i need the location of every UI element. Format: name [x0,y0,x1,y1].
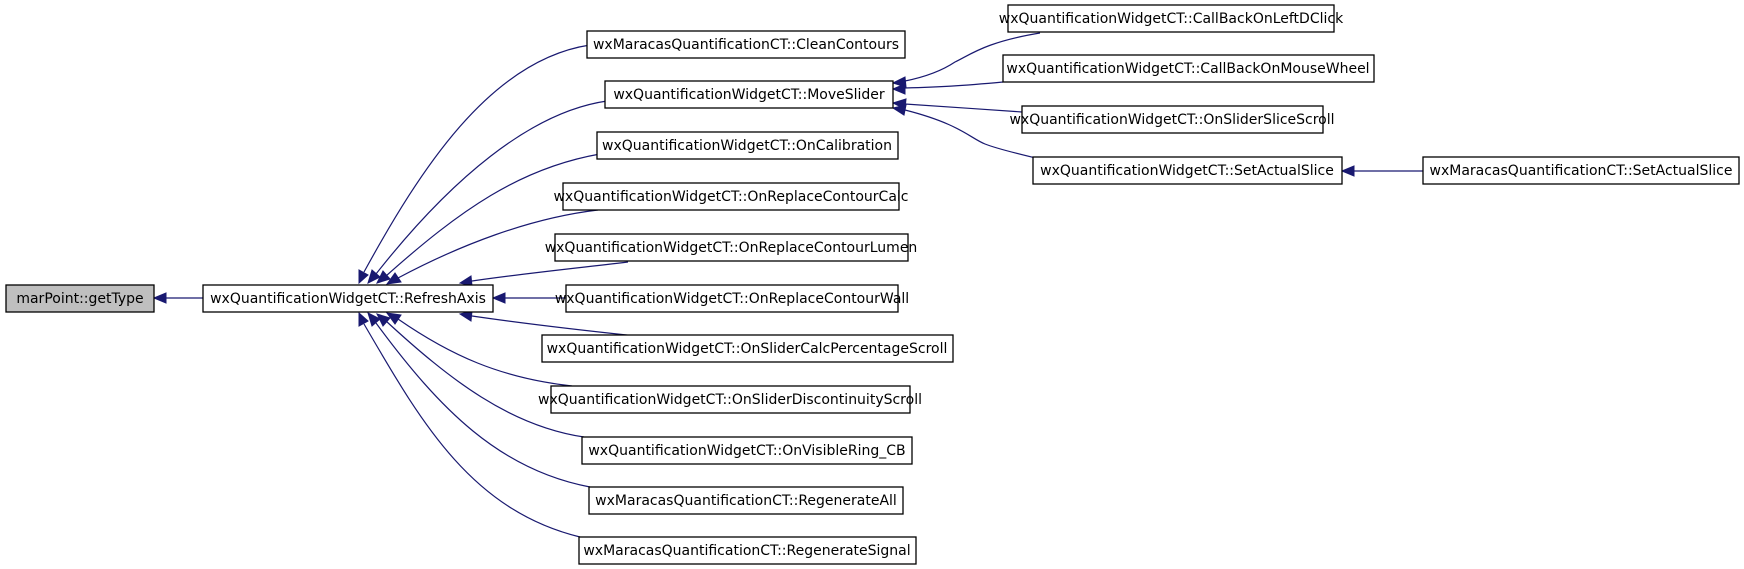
edge-arrowhead [891,104,907,116]
node-refresh-axis[interactable]: wxQuantificationWidgetCT::RefreshAxis [202,284,494,313]
node-callback-on-left-dclick[interactable]: wxQuantificationWidgetCT::CallBackOnLeft… [999,4,1344,33]
node-label: wxQuantificationWidgetCT::OnReplaceConto… [553,189,908,205]
edge-arrowhead [358,311,369,327]
edge-regenerateall-refreshaxis [375,322,591,488]
edge-regeneratesignal-refreshaxis [363,323,581,538]
node-label: wxQuantificationWidgetCT::CallBackOnLeft… [999,11,1344,27]
edge-cleancontours-refreshaxis [363,44,591,273]
edge-onvisibleringcb-refreshaxis [385,320,585,438]
node-box [562,182,900,211]
node-box [554,233,909,262]
node-box [581,436,913,465]
node-mar-point-get-type: marPoint::getType [5,284,155,313]
node-label: wxMaracasQuantificationCT::RegenerateSig… [583,543,910,559]
graph-nodes: marPoint::getType wxQuantificationWidget… [5,4,1740,565]
edge-onreplacecontourcalc-refreshaxis [397,209,599,279]
node-label: wxQuantificationWidgetCT::OnSliderSliceS… [1009,112,1334,128]
node-on-slider-slice-scroll[interactable]: wxQuantificationWidgetCT::OnSliderSliceS… [1009,105,1335,134]
graph-edges [152,32,1423,538]
edge-moveslider-refreshaxis [375,100,608,275]
edge-arrowhead [367,269,381,284]
node-label: wxMaracasQuantificationCT::SetActualSlic… [1430,163,1733,179]
node-label: wxQuantificationWidgetCT::RefreshAxis [210,291,486,307]
edge-callbackonleftdclick-moveslider [904,32,1041,82]
node-box [202,284,494,313]
edge-arrowhead [376,270,391,284]
node-on-replace-contour-lumen[interactable]: wxQuantificationWidgetCT::OnReplaceConto… [545,233,918,262]
node-box [550,385,911,414]
node-label: wxQuantificationWidgetCT::SetActualSlice [1040,163,1334,179]
edge-onslidercalcpercentagescroll-refreshaxis [471,315,637,337]
node-label: wxQuantificationWidgetCT::OnCalibration [602,138,892,154]
edge-setactualslicewidget-moveslider [904,109,1045,161]
edge-onreplacecontourlumen-refreshaxis [471,261,629,282]
edge-arrowhead [1340,165,1355,177]
node-box [586,30,906,59]
edge-arrowhead [385,312,402,325]
node-box [1007,4,1335,33]
node-on-calibration[interactable]: wxQuantificationWidgetCT::OnCalibration [596,131,899,160]
node-on-visible-ring-cb[interactable]: wxQuantificationWidgetCT::OnVisibleRing_… [581,436,913,465]
node-set-actual-slice-widget[interactable]: wxQuantificationWidgetCT::SetActualSlice [1032,156,1343,185]
edge-arrowhead [891,83,906,95]
node-set-actual-slice-maracas[interactable]: wxMaracasQuantificationCT::SetActualSlic… [1422,156,1740,185]
node-regenerate-signal[interactable]: wxMaracasQuantificationCT::RegenerateSig… [578,536,917,565]
node-box [588,486,904,515]
node-clean-contours[interactable]: wxMaracasQuantificationCT::CleanContours [586,30,906,59]
node-on-slider-discontinuity-scroll[interactable]: wxQuantificationWidgetCT::OnSliderDiscon… [538,385,922,414]
node-label: wxMaracasQuantificationCT::CleanContours [593,37,899,53]
node-box [1002,54,1375,83]
node-label: wxQuantificationWidgetCT::CallBackOnMous… [1006,61,1369,77]
edge-arrowhead [358,269,369,285]
edge-arrowhead [376,313,391,327]
edge-onsliderdiscontinuityscroll-refreshaxis [397,318,573,387]
node-on-replace-contour-calc[interactable]: wxQuantificationWidgetCT::OnReplaceConto… [553,182,909,211]
node-move-slider[interactable]: wxQuantificationWidgetCT::MoveSlider [604,80,894,109]
node-box [1032,156,1343,185]
node-on-slider-calc-percentage-scroll[interactable]: wxQuantificationWidgetCT::OnSliderCalcPe… [541,334,954,363]
node-label: wxQuantificationWidgetCT::OnReplaceConto… [545,240,918,256]
node-box [1422,156,1740,185]
node-label: wxQuantificationWidgetCT::OnSliderCalcPe… [547,341,948,357]
edge-arrowhead [367,312,381,327]
node-box [1021,105,1324,134]
node-box [596,131,899,160]
node-box [578,536,917,565]
node-label: wxQuantificationWidgetCT::OnSliderDiscon… [538,392,922,408]
edge-oncalibration-refreshaxis [385,153,601,277]
edge-onsliderslicescroll-moveslider [904,103,1023,113]
edge-arrowhead [152,292,167,304]
node-label: wxMaracasQuantificationCT::RegenerateAll [595,493,897,509]
node-callback-on-mouse-wheel[interactable]: wxQuantificationWidgetCT::CallBackOnMous… [1002,54,1375,83]
node-box [5,284,155,313]
node-label: wxQuantificationWidgetCT::OnVisibleRing_… [588,443,905,459]
node-box [604,80,894,109]
node-label: wxQuantificationWidgetCT::OnReplaceConto… [555,291,909,307]
node-box [565,284,899,313]
edge-arrowhead [491,292,506,304]
node-regenerate-all[interactable]: wxMaracasQuantificationCT::RegenerateAll [588,486,904,515]
edge-arrowhead [385,272,402,285]
node-label: marPoint::getType [16,291,143,307]
node-box [541,334,954,363]
node-label: wxQuantificationWidgetCT::MoveSlider [613,87,885,103]
node-on-replace-contour-wall[interactable]: wxQuantificationWidgetCT::OnReplaceConto… [555,284,909,313]
edge-callbackonmousewheel-moveslider [904,81,1004,89]
